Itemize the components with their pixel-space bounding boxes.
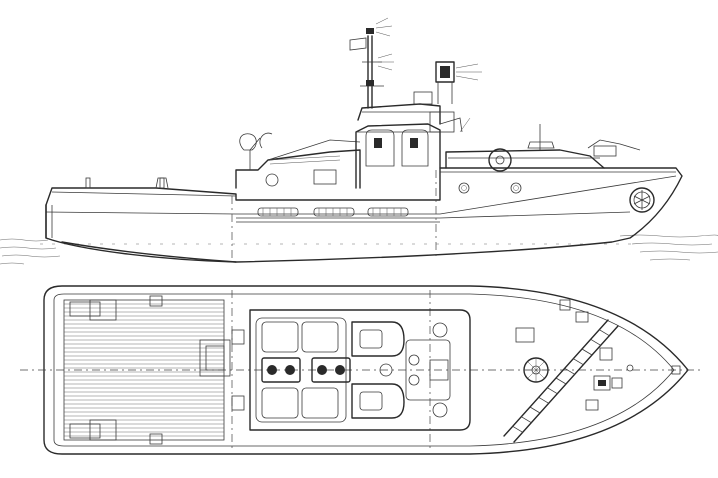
mast [349, 17, 394, 109]
fore-deck-plan [503, 299, 681, 443]
searchlight [413, 61, 482, 105]
winch-wheel-icon [488, 148, 512, 172]
aft-deck-planking [63, 295, 245, 445]
stern-bollard [85, 177, 91, 189]
water-surface [0, 234, 718, 265]
hull-outline [45, 167, 683, 263]
walkway-rung [555, 377, 567, 385]
diagonal-walkway [503, 319, 619, 443]
wheelhouse [355, 103, 463, 189]
deckhouse-plan [249, 309, 471, 431]
walkway-rung [564, 367, 575, 375]
walkway-rung [521, 416, 532, 424]
deck-plan-view [20, 285, 700, 455]
walkway-rung [581, 348, 593, 356]
side-elevation-view [0, 17, 718, 265]
walkway-rung [529, 406, 541, 414]
walkway-rung [573, 358, 584, 366]
flag-icon [349, 37, 367, 51]
walkway-rung [538, 396, 549, 404]
hatch [199, 339, 231, 377]
hull-portholes [257, 182, 522, 217]
walkway-rung [599, 329, 610, 337]
walkway-rung [590, 338, 601, 346]
bow-emblem [629, 187, 655, 213]
fore-deck-equipment [445, 117, 641, 172]
engine-hatch [261, 357, 351, 383]
walkway-rung [512, 425, 523, 433]
aft-deck-equipment [235, 132, 361, 189]
walkway-rung [547, 387, 558, 395]
